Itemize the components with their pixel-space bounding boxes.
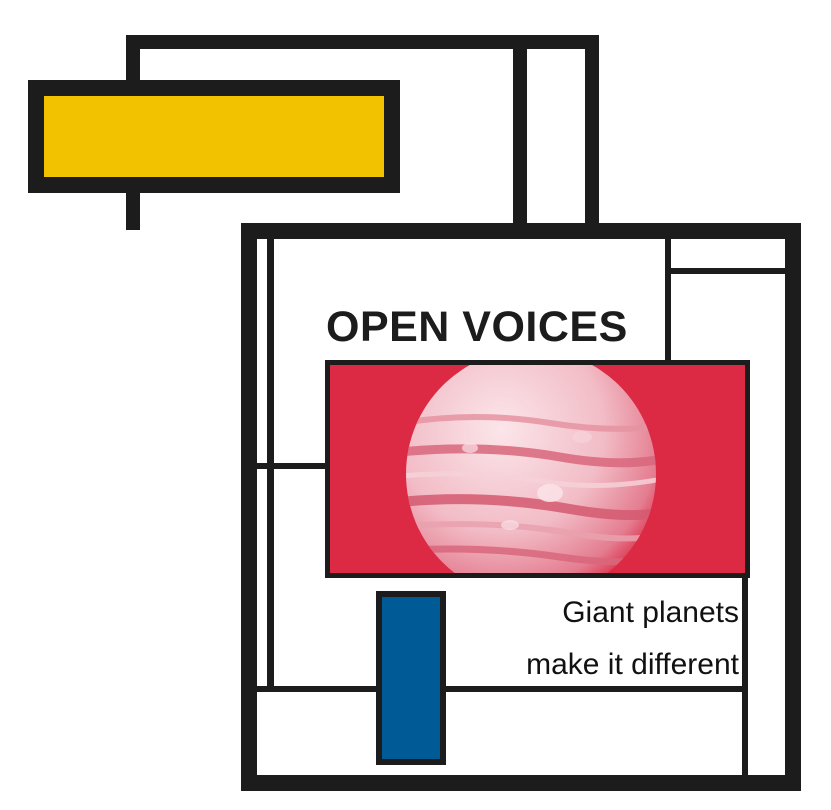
planet-image-panel xyxy=(325,360,750,578)
poster-subtitle: Giant planets make it different xyxy=(439,587,739,691)
inner-left-horizontal-line xyxy=(257,463,329,469)
subtitle-line-1: Giant planets xyxy=(562,596,739,629)
top-right-horizontal-line xyxy=(665,268,785,274)
bracket-right-post-inner xyxy=(513,35,527,230)
planet-jupiter-icon xyxy=(406,365,656,573)
subtitle-line-2: make it different xyxy=(526,648,739,681)
inner-right-vertical-line xyxy=(742,575,748,775)
bracket-right-post-outer xyxy=(585,35,599,230)
main-frame xyxy=(241,223,801,791)
top-right-vertical-line xyxy=(665,239,671,365)
inner-bottom-horizontal-line xyxy=(257,686,745,692)
poster-title: OPEN VOICES xyxy=(326,303,628,351)
blue-block xyxy=(376,591,446,765)
yellow-block xyxy=(28,80,400,193)
